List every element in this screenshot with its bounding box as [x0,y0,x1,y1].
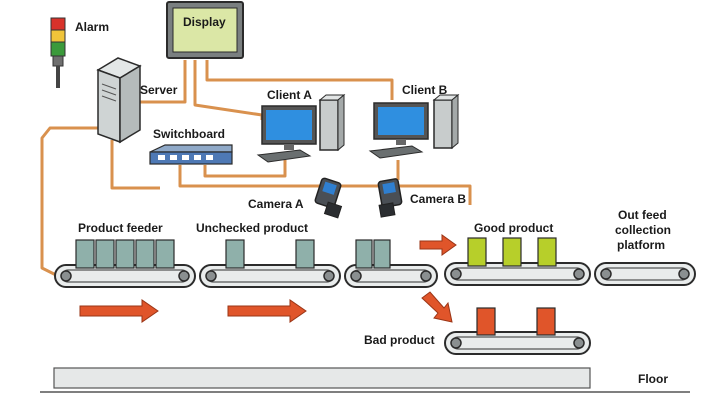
network-cables [40,60,472,280]
inspected-product-item [355,239,373,269]
cable-display-server [128,60,187,104]
camera-b-lens [378,202,396,218]
product-feeder-label: Product feeder [78,221,163,235]
switch-port-1 [158,155,165,160]
conveyor-bad [444,331,591,355]
alarm-base [52,55,64,67]
client-a-monitor-stand [284,144,294,150]
product-item [155,239,175,269]
client-b-workstation [368,93,460,159]
bad-product-label: Bad product [364,333,435,347]
floor [40,367,690,393]
camera-a-lens [323,201,343,219]
product-item [75,239,95,269]
client-a-label: Client A [267,88,312,102]
server-tower [96,57,142,144]
client-b-tower [433,99,453,149]
server-label: Server [140,83,178,97]
product-item [115,239,135,269]
flow-arrow-right [79,299,159,323]
display-screen [166,1,244,59]
client-a-monitor-screen [266,110,312,140]
camera-a [314,177,343,219]
conveyor-feeder [54,264,196,288]
client-b-keyboard [368,145,424,159]
client-a-keyboard [256,149,312,163]
good-product-label: Good product [474,221,553,235]
good-product-item [467,237,487,267]
client-b-monitor-stand [396,139,406,145]
bad-product-item [476,307,496,336]
alarm-light-green [50,41,66,57]
alarm-light-red [50,17,66,31]
unchecked-product-label: Unchecked product [196,221,308,235]
cable-switch-client-a [203,160,287,178]
camera-b-lens-window [382,182,396,195]
camera-b [377,178,403,218]
conveyor-out-feed [594,262,696,286]
bad-product-item [536,307,556,336]
feeder-products [75,239,175,269]
switchboard-top [149,144,233,153]
flow-arrows [79,234,457,323]
product-item [95,239,115,269]
conveyor-inspection [344,264,438,288]
display-panel [172,7,238,53]
out-feed-label-line1: Out feed [618,208,667,222]
server-front [97,68,121,144]
good-product-item [502,237,522,267]
cable-switch-camera-b-branch [325,184,472,205]
switch-port-4 [194,155,201,160]
switch-port-5 [206,155,213,160]
alarm-light-yellow [50,29,66,43]
flow-arrow-bad [421,291,453,323]
switch-port-3 [182,155,189,160]
camera-b-label: Camera B [410,192,466,206]
switchboard-label: Switchboard [153,127,225,141]
camera-a-label: Camera A [248,197,304,211]
out-feed-label-line3: platform [617,238,665,252]
floor-label: Floor [638,372,668,386]
display-label: Display [183,15,226,29]
conveyor-unchecked [199,264,341,288]
unchecked-product-item [225,239,245,269]
switch-port-2 [170,155,177,160]
inspected-product-item [373,239,391,269]
server-side [119,64,141,144]
floor-slab [53,367,591,389]
cable-server-feeder [40,126,98,280]
alarm-pole [56,66,60,88]
cable-display-client-a [193,60,264,120]
client-b-monitor-screen [378,107,424,135]
alarm-label: Alarm [75,20,109,34]
product-item [135,239,155,269]
out-feed-label-line2: collection [615,223,671,237]
camera-a-lens-window [322,181,337,195]
flow-arrow-good [419,234,457,256]
client-b-label: Client B [402,83,448,97]
client-a-tower [319,99,339,151]
alarm-tower [50,17,66,88]
flow-arrow-right [227,299,307,323]
good-product-item [537,237,557,267]
client-a-workstation [256,93,346,163]
cable-server-switch [110,140,160,190]
unchecked-product-item [295,239,315,269]
switchboard-device [149,144,233,165]
cable-display-client-b [205,60,394,100]
